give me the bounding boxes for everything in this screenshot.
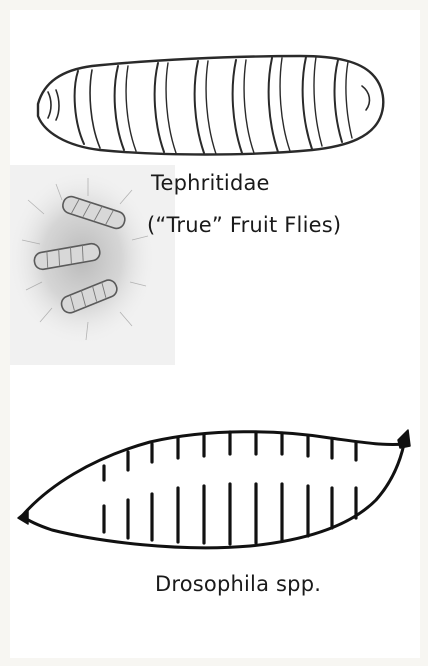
true-fruit-flies-label: (“True” Fruit Flies) xyxy=(147,212,341,238)
tephritidae-larva-segment xyxy=(269,58,278,152)
drosophila-larva-spiracle xyxy=(398,430,410,448)
tephritidae-larva-segment xyxy=(303,57,312,149)
tephritidae-larva-segment xyxy=(206,61,216,154)
drosophila-larva-segments xyxy=(104,432,356,544)
tephritidae-label: Tephritidae xyxy=(151,170,270,196)
tephritidae-larva-segment xyxy=(115,66,124,150)
tephritidae-larva-drawing xyxy=(38,56,383,155)
tephritidae-larva-head xyxy=(48,90,59,120)
tephritidae-larva-segment xyxy=(346,62,352,138)
tephritidae-larva-spiracle xyxy=(362,86,369,110)
tephritidae-larva-segment xyxy=(195,61,204,153)
tephritidae-larva-segment xyxy=(280,58,290,151)
drosophila-label: Drosophila spp. xyxy=(155,571,321,597)
tephritidae-larva-segment xyxy=(244,60,254,153)
drosophila-larva-mouthhook xyxy=(18,510,28,524)
tephritidae-larva-segment xyxy=(155,63,164,152)
tephritidae-larva-segment xyxy=(233,60,242,153)
drosophila-larva-drawing xyxy=(18,430,410,548)
tephritidae-larva-segment xyxy=(314,57,322,146)
tephritidae-larva-segment xyxy=(90,70,100,148)
tephritidae-larva-segment xyxy=(335,60,342,142)
drosophila-larva-body xyxy=(22,432,404,548)
tephritidae-larva-segment xyxy=(75,71,84,144)
tephritidae-larva-segment xyxy=(126,66,136,151)
tephritidae-larva-segment xyxy=(166,63,176,153)
